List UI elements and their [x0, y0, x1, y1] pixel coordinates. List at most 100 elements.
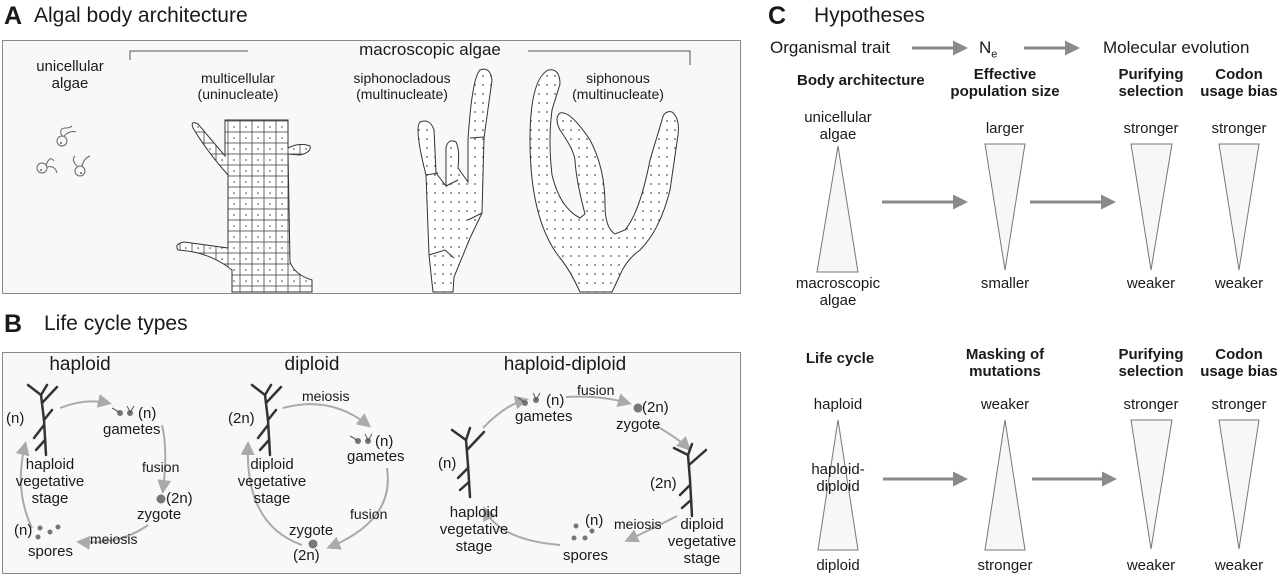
row2-col3-top: stronger [1123, 396, 1179, 413]
panel-b-title: Life cycle types [44, 312, 188, 335]
siphonous-line2: (multinucleate) [572, 86, 664, 102]
row2-col2-header-line2: mutations [969, 363, 1041, 380]
row2-col1-header: Life cycle [805, 350, 875, 367]
row1-ne-triangle [984, 143, 1026, 271]
hd-zygote-ploidy: (2n) [642, 399, 669, 416]
diploid-gametes-label: gametes [347, 448, 405, 465]
panel-a-letter: A [4, 2, 23, 30]
hd-haploid-stage-line2: vegetative [439, 521, 509, 538]
diploid-gametes-icon [349, 433, 373, 444]
cycle-arrows [15, 393, 691, 550]
siphonous-line1: siphonous [586, 70, 650, 86]
row1-col1-top: unicellular algae [788, 109, 888, 143]
row2-col2-header-line1: Masking of [965, 346, 1045, 363]
row2-col1-mid: haploid- diploid [798, 461, 878, 495]
hd-spores-ploidy: (n) [585, 512, 604, 529]
hd-spores-label: spores [563, 547, 609, 564]
hd-diploid-ploidy: (2n) [650, 475, 677, 492]
haploid-diploid-cycle-title: haploid-diploid [503, 354, 627, 375]
row1-col1-bottom-line1: macroscopic [795, 275, 881, 292]
haploid-stage-line3: stage [31, 490, 69, 507]
haploid-gametes-ploidy: (n) [138, 405, 157, 422]
row1-col4-header-line1: Codon [1215, 66, 1263, 83]
diploid-fusion-label: fusion [350, 506, 388, 522]
panel-c-letter: C [768, 2, 787, 30]
row1-col3-header-line2: selection [1118, 83, 1184, 100]
row2-col3-bottom: weaker [1126, 557, 1176, 574]
row2-col4-bottom: weaker [1214, 557, 1264, 574]
row2-col2-header: Masking of mutations [955, 346, 1055, 380]
macroscopic-label: macroscopic algae [359, 40, 501, 59]
haploid-plant-ploidy: (n) [6, 410, 25, 427]
row1-col3-bottom: weaker [1126, 275, 1176, 292]
hd-fusion-label: fusion [577, 382, 615, 398]
row1-col2-header: Effective population size [935, 66, 1075, 100]
unicellular-line2: algae [51, 75, 89, 92]
row1-col1-header: Body architecture [797, 72, 925, 89]
diploid-stage-line2: vegetative [237, 473, 307, 490]
haploid-gametes-label: gametes [103, 421, 161, 438]
hd-haploid-stage-line1: haploid [449, 504, 499, 521]
row1-col1-top-line2: algae [819, 126, 857, 143]
hd-diploid-stage-line2: vegetative [667, 533, 737, 550]
hd-haploid-stage-line3: stage [455, 538, 493, 555]
row1-col2-header-line2: population size [950, 83, 1060, 100]
row2-col3-header-line1: Purifying [1118, 346, 1184, 363]
hd-spores-icon [571, 523, 595, 541]
hd-gametes-ploidy: (n) [546, 392, 565, 409]
siphonocladous-line1: siphonocladous [353, 70, 451, 86]
diploid-zygote-ploidy: (2n) [293, 547, 320, 564]
row1-col3-top: stronger [1123, 120, 1179, 137]
row1-col1-bottom-line2: algae [819, 292, 857, 309]
flow-arrows [882, 40, 1117, 487]
haploid-zygote-ploidy: (2n) [166, 490, 193, 507]
row2-codon-triangle [1218, 419, 1260, 550]
hd-haploid-ploidy: (n) [438, 455, 457, 472]
multicellular-line1: multicellular [201, 70, 275, 86]
diploid-cycle-title: diploid [284, 354, 340, 375]
row2-col2-bottom: stronger [977, 557, 1033, 574]
haploid-spores-label: spores [28, 543, 74, 560]
unicellular-line1: unicellular [36, 58, 104, 75]
panel-a-title: Algal body architecture [34, 4, 248, 27]
row2-col3-header-line2: selection [1118, 363, 1184, 380]
row1-col3-header-line1: Purifying [1118, 66, 1184, 83]
haploid-fusion-label: fusion [142, 459, 180, 475]
panel-b-letter: B [4, 310, 23, 338]
flow-ne-main: N [979, 38, 992, 57]
macroscopic-bracket [129, 50, 691, 65]
flow-trait: Organismal trait [770, 38, 890, 57]
hd-haploid-plant-icon [450, 426, 486, 499]
row1-col2-bottom: smaller [980, 275, 1030, 292]
haploid-zygote-icon [156, 494, 166, 504]
siphonocladous-line2: (multinucleate) [356, 86, 448, 102]
row1-col2-header-line1: Effective [973, 66, 1037, 83]
diploid-zygote-label: zygote [289, 522, 334, 539]
row1-col2-top: larger [985, 120, 1025, 137]
haploid-cycle-title: haploid [49, 354, 111, 375]
haploid-stage-line2: vegetative [15, 473, 85, 490]
row2-masking-triangle [984, 419, 1026, 551]
diploid-stage-line1: diploid [250, 456, 294, 473]
diploid-plant-ploidy: (2n) [228, 410, 255, 427]
row2-col2-top: weaker [980, 396, 1030, 413]
row1-col1-bottom: macroscopic algae [780, 275, 896, 309]
row2-col4-header-line1: Codon [1215, 346, 1263, 363]
row2-col1-bottom: diploid [816, 557, 860, 574]
diploid-plant-icon [250, 383, 283, 457]
multicellular-thallus-icon [176, 119, 313, 293]
multicellular-line2: (uninucleate) [197, 86, 279, 102]
hd-zygote-label: zygote [616, 416, 661, 433]
row1-col4-top: stronger [1211, 120, 1267, 137]
hd-gametes-icon [517, 392, 541, 406]
row1-col4-bottom: weaker [1214, 275, 1264, 292]
multicellular-label: multicellular (uninucleate) [178, 70, 298, 102]
row1-col3-header: Purifying selection [1106, 66, 1196, 100]
siphonocladous-thallus-icon [417, 68, 493, 293]
haploid-meiosis-label: meiosis [90, 531, 138, 547]
haploid-stage-label: haploid vegetative stage [8, 456, 92, 507]
diploid-gametes-ploidy: (n) [375, 433, 394, 450]
panel-c-title: Hypotheses [814, 4, 925, 27]
haploid-gametes-icon [111, 405, 135, 416]
row2-col1-top: haploid [813, 396, 863, 413]
